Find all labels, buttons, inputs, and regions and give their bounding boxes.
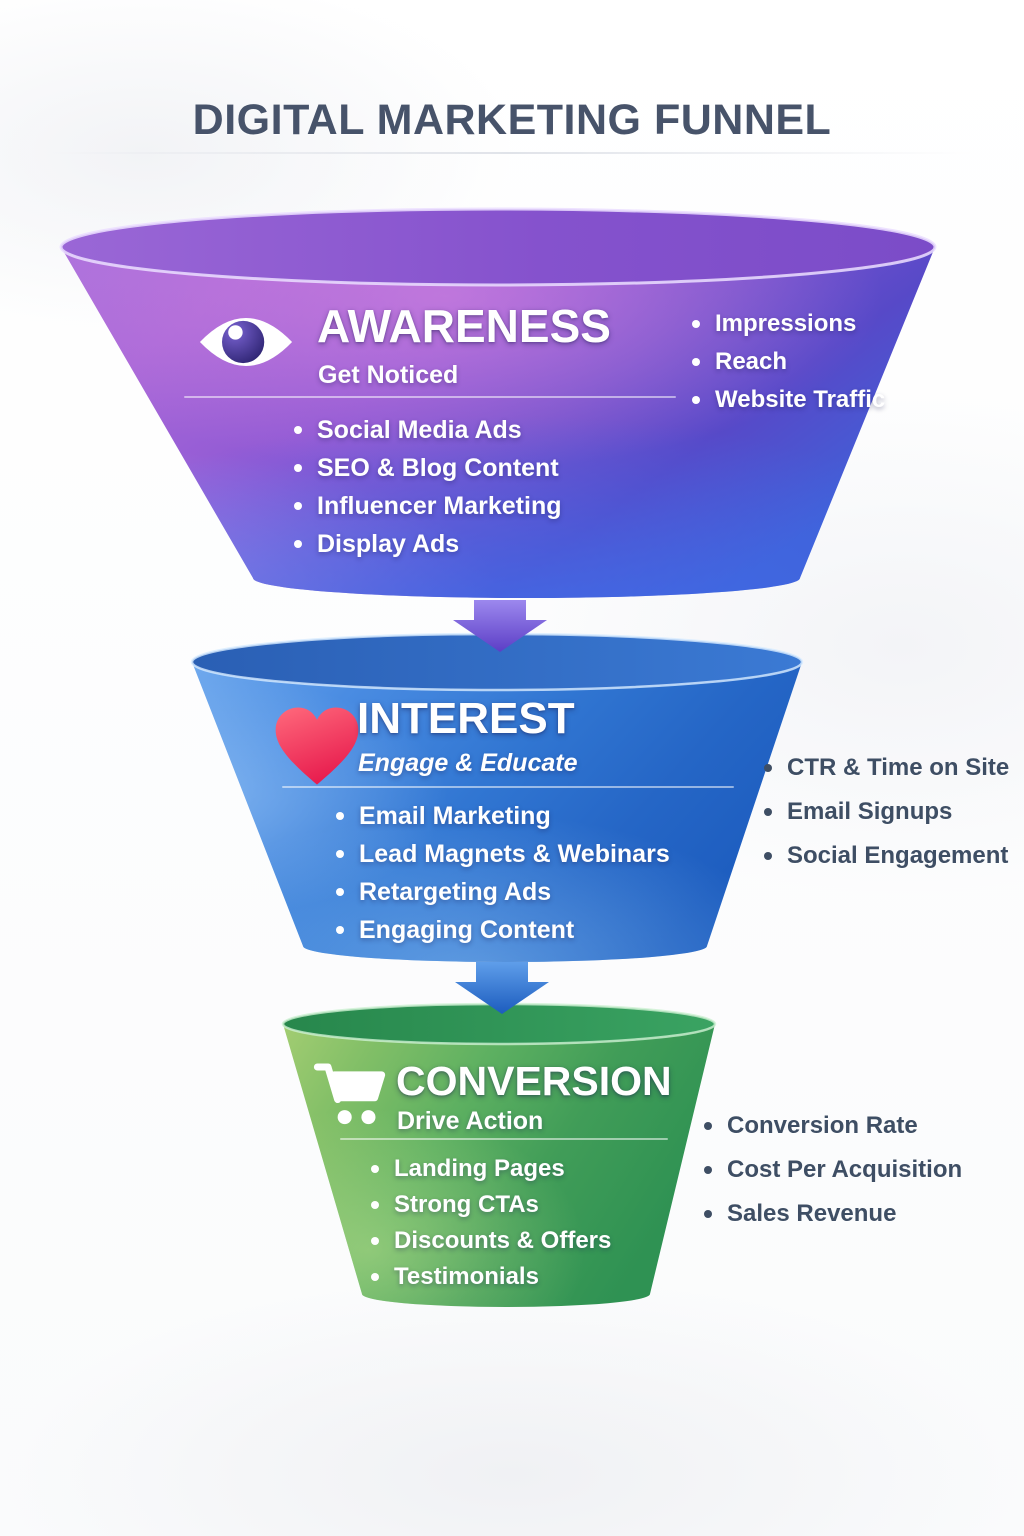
tactics-list: Email Marketing Lead Magnets & Webinars … xyxy=(336,802,670,954)
tactic-item: Lead Magnets & Webinars xyxy=(336,840,670,868)
metric-item: CTR & Time on Site xyxy=(764,754,1009,782)
interest-top-surface xyxy=(192,634,802,690)
bullet-icon xyxy=(692,320,700,328)
page-title: DIGITAL MARKETING FUNNEL xyxy=(192,96,832,144)
metric-item: Email Signups xyxy=(764,798,1009,826)
bullet-icon xyxy=(294,502,302,510)
divider xyxy=(184,396,676,398)
bullet-icon xyxy=(764,808,772,816)
tactic-item: Strong CTAs xyxy=(371,1191,611,1218)
tactics-list: Landing Pages Strong CTAs Discounts & Of… xyxy=(371,1155,611,1299)
bullet-icon xyxy=(704,1210,712,1218)
tactic-item: Influencer Marketing xyxy=(294,492,562,520)
metric-item: Social Engagement xyxy=(764,842,1009,870)
interest-funnel-shape xyxy=(190,632,804,962)
tactic-item: Landing Pages xyxy=(371,1155,611,1182)
down-arrow-2-icon xyxy=(455,962,549,1014)
metric-item: Reach xyxy=(692,348,885,376)
stage-tagline: Drive Action xyxy=(397,1107,544,1135)
bullet-icon xyxy=(371,1272,379,1281)
bullet-icon xyxy=(764,764,772,772)
bullet-icon xyxy=(764,852,772,860)
metric-item: Cost Per Acquisition xyxy=(704,1156,962,1184)
bullet-icon xyxy=(336,926,344,934)
bullet-icon xyxy=(692,358,700,366)
awareness-top-surface xyxy=(61,209,935,285)
divider xyxy=(340,1138,668,1140)
metric-item: Conversion Rate xyxy=(704,1112,962,1140)
tactic-item: Testimonials xyxy=(371,1263,611,1290)
bullet-icon xyxy=(371,1164,379,1173)
bullet-icon xyxy=(336,850,344,858)
eye-icon xyxy=(199,318,293,366)
bullet-icon xyxy=(704,1166,712,1174)
heart-icon xyxy=(275,707,359,785)
tactics-list: Social Media Ads SEO & Blog Content Infl… xyxy=(294,416,562,568)
tactic-item: Discounts & Offers xyxy=(371,1227,611,1254)
awareness-rim-highlight xyxy=(59,207,937,287)
tactic-item: Display Ads xyxy=(294,530,562,558)
stage-name: INTEREST xyxy=(357,694,575,743)
bullet-icon xyxy=(371,1236,379,1245)
bullet-icon xyxy=(294,540,302,548)
bullet-icon xyxy=(371,1200,379,1209)
tactic-item: SEO & Blog Content xyxy=(294,454,562,482)
tactic-item: Social Media Ads xyxy=(294,416,562,444)
conversion-top-surface xyxy=(283,1004,715,1044)
metric-item: Impressions xyxy=(692,310,885,338)
metric-item: Sales Revenue xyxy=(704,1200,962,1228)
bullet-icon xyxy=(692,396,700,404)
metrics-list: CTR & Time on Site Email Signups Social … xyxy=(764,754,1009,886)
metric-item: Website Traffic xyxy=(692,386,885,414)
stage-name: AWARENESS xyxy=(317,300,611,352)
tactic-item: Email Marketing xyxy=(336,802,670,830)
tactic-item: Engaging Content xyxy=(336,916,670,944)
bullet-icon xyxy=(704,1122,712,1130)
metrics-list: Impressions Reach Website Traffic xyxy=(692,310,885,424)
stage-tagline: Engage & Educate xyxy=(358,749,578,777)
down-arrow-1-icon xyxy=(453,600,547,652)
tactic-item: Retargeting Ads xyxy=(336,878,670,906)
bullet-icon xyxy=(336,812,344,820)
stage-tagline: Get Noticed xyxy=(318,361,459,389)
stage-name: CONVERSION xyxy=(396,1058,672,1104)
conversion-funnel-shape xyxy=(281,1002,717,1307)
cart-icon xyxy=(313,1063,386,1125)
bullet-icon xyxy=(294,464,302,472)
bullet-icon xyxy=(294,426,302,434)
metrics-list: Conversion Rate Cost Per Acquisition Sal… xyxy=(704,1112,962,1244)
bullet-icon xyxy=(336,888,344,896)
divider xyxy=(282,786,734,788)
title-divider xyxy=(0,152,1024,154)
